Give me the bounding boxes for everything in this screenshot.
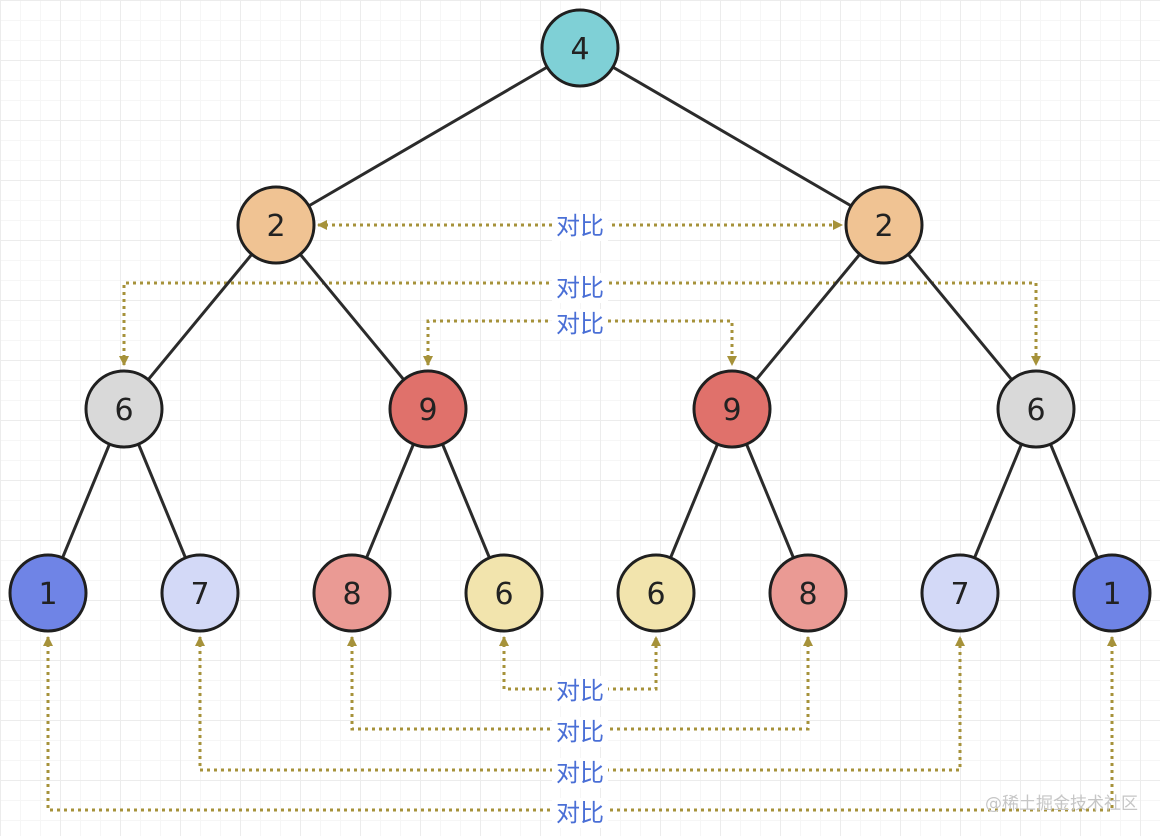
- tree-node-rrr: [1072, 553, 1152, 633]
- tree-edge-rr-rrr: [1049, 443, 1099, 559]
- compare-label-bg: [552, 211, 608, 241]
- tree-edge-lr-lrr: [441, 443, 491, 559]
- tree-edge-r-rl: [755, 253, 861, 381]
- tree-edge-lr-lrl: [365, 443, 415, 559]
- node-value-rr: 6: [1026, 393, 1045, 428]
- tree-node-lrl: [312, 553, 392, 633]
- compare-label: 对比: [556, 274, 604, 302]
- compare-label-bg: [552, 309, 608, 339]
- tree-edge-rl-rlr: [745, 443, 795, 559]
- compare-label: 对比: [556, 212, 604, 240]
- tree-edge-root-r: [612, 65, 852, 208]
- tree-edge-l-ll: [147, 253, 253, 381]
- tree-node-rrl: [920, 553, 1000, 633]
- tree-node-lr: [388, 369, 468, 449]
- tree-edge-root-l: [308, 65, 548, 208]
- node-value-rl: 9: [722, 393, 741, 428]
- node-value-root: 4: [570, 32, 589, 67]
- node-value-ll: 6: [114, 393, 133, 428]
- tree-edge-ll-llr: [137, 443, 187, 559]
- compare-label: 对比: [556, 718, 604, 746]
- node-value-rrr: 1: [1102, 577, 1121, 612]
- node-value-rll: 6: [646, 577, 665, 612]
- tree-node-rll: [616, 553, 696, 633]
- tree-node-lrr: [464, 553, 544, 633]
- node-value-lrr: 6: [494, 577, 513, 612]
- node-value-r: 2: [874, 209, 893, 244]
- node-value-l: 2: [266, 209, 285, 244]
- compare-label-bg: [552, 717, 608, 747]
- compare-label-bg: [552, 758, 608, 788]
- watermark: @稀土掘金技术社区: [985, 794, 1138, 814]
- node-value-lr: 9: [418, 393, 437, 428]
- compare-connector-lll-rrr: [43, 636, 1117, 812]
- tree-node-llr: [160, 553, 240, 633]
- node-value-rlr: 8: [798, 577, 817, 612]
- tree-node-rlr: [768, 553, 848, 633]
- tree-edge-l-lr: [299, 253, 405, 381]
- node-value-lll: 1: [38, 577, 57, 612]
- compare-label: 对比: [556, 799, 604, 827]
- compare-label: 对比: [556, 310, 604, 338]
- tree-edge-rl-rll: [669, 443, 719, 559]
- tree-node-root: [540, 8, 620, 88]
- node-value-llr: 7: [190, 577, 209, 612]
- compare-label-bg: [552, 798, 608, 828]
- compare-label: 对比: [556, 759, 604, 787]
- node-value-rrl: 7: [950, 577, 969, 612]
- tree-node-ll: [84, 369, 164, 449]
- node-value-lrl: 8: [342, 577, 361, 612]
- tree-node-rr: [996, 369, 1076, 449]
- compare-label-bg: [552, 676, 608, 706]
- tree-edge-r-rr: [907, 253, 1013, 381]
- compare-label: 对比: [556, 677, 604, 705]
- tree-edge-ll-lll: [61, 443, 111, 559]
- tree-node-l: [236, 185, 316, 265]
- compare-label-bg: [552, 273, 608, 303]
- tree-node-lll: [8, 553, 88, 633]
- tree-node-r: [844, 185, 924, 265]
- tree-node-rl: [692, 369, 772, 449]
- tree-edge-rr-rrl: [973, 443, 1023, 559]
